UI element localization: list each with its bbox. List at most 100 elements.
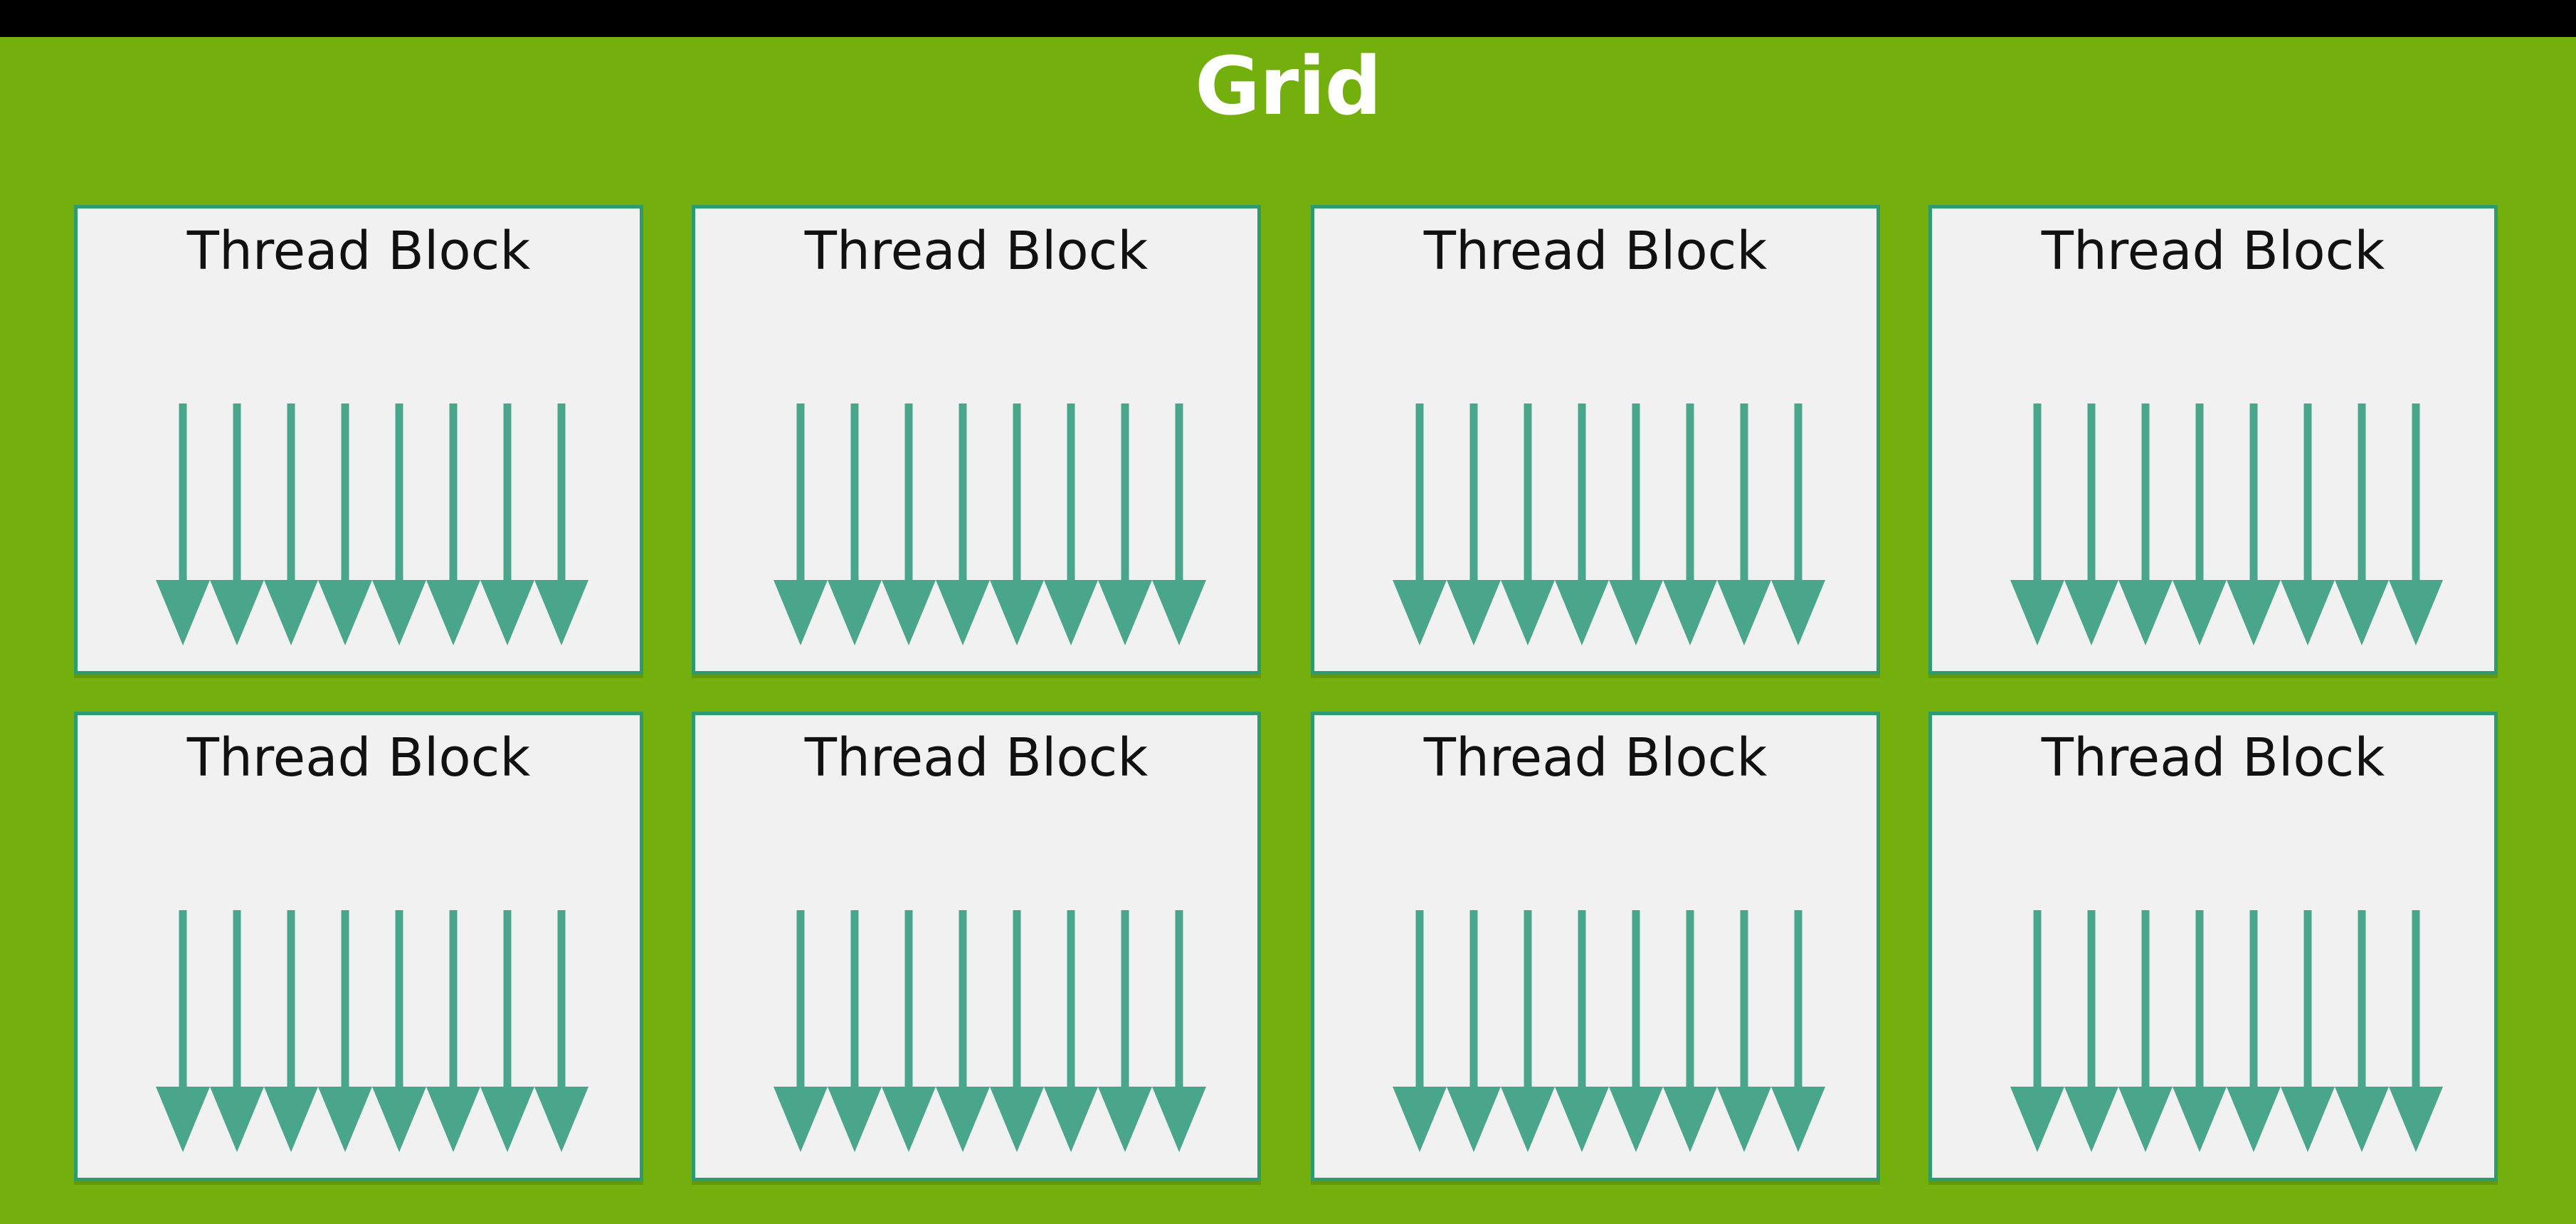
thread-arrow-icon [1098, 910, 1152, 1152]
thread-block: Thread Block [1311, 712, 1880, 1181]
thread-arrow-shaft [1740, 910, 1748, 1102]
thread-arrow-head [1663, 580, 1717, 645]
thread-arrow-head [156, 1087, 210, 1152]
thread-arrow-head [156, 580, 210, 645]
thread-arrow-icon [1555, 403, 1609, 645]
thread-arrow-icon [936, 910, 990, 1152]
thread-arrow-head [1393, 580, 1447, 645]
thread-arrow-icon [990, 403, 1044, 645]
thread-arrow-shaft [796, 910, 805, 1102]
thread-arrow-icon [1393, 403, 1447, 645]
thread-arrow-icon [774, 403, 828, 645]
thread-arrow-head [2389, 1087, 2443, 1152]
thread-arrow-head [1044, 1087, 1098, 1152]
thread-arrow-shaft [233, 910, 241, 1102]
thread-arrow-icon [1447, 910, 1501, 1152]
thread-arrow-shaft [2303, 910, 2312, 1102]
thread-arrow-icon [156, 910, 210, 1152]
thread-arrow-icon [372, 403, 426, 645]
thread-arrow-shaft [1740, 403, 1748, 596]
thread-block-label: Thread Block [1423, 221, 1768, 282]
thread-arrow-head [2335, 1087, 2389, 1152]
thread-arrow-shaft [395, 910, 403, 1102]
thread-arrow-head [774, 580, 828, 645]
thread-arrow-shaft [449, 403, 458, 596]
thread-arrow-head [372, 1087, 426, 1152]
thread-block: Thread Block [692, 205, 1261, 675]
thread-arrow-icon [1152, 910, 1206, 1152]
thread-arrow-head [210, 580, 264, 645]
thread-arrow-shaft [1632, 403, 1640, 596]
thread-arrow-icon [1663, 910, 1717, 1152]
thread-arrow-shaft [1578, 910, 1586, 1102]
thread-arrow-head [1044, 580, 1098, 645]
thread-arrow-icon [2389, 403, 2443, 645]
thread-arrow-icon [2010, 910, 2064, 1152]
thread-arrow-head [2335, 580, 2389, 645]
thread-arrow-head [2389, 580, 2443, 645]
thread-block-label: Thread Block [2041, 221, 2385, 282]
thread-arrow-icon [1501, 403, 1555, 645]
thread-arrow-icon [2064, 910, 2118, 1152]
thread-arrow-head [774, 1087, 828, 1152]
thread-arrow-head [882, 580, 936, 645]
thread-arrow-shaft [2141, 910, 2150, 1102]
thread-arrow-shaft [1524, 403, 1532, 596]
thread-arrow-shaft [1686, 403, 1694, 596]
thread-arrow-icon [1717, 403, 1771, 645]
thread-arrow-icon [1555, 910, 1609, 1152]
thread-arrow-icon [2389, 910, 2443, 1152]
thread-arrow-icon [2281, 403, 2335, 645]
thread-arrow-shaft [1067, 403, 1075, 596]
thread-arrow-shaft [796, 403, 805, 596]
thread-arrow-shaft [1415, 910, 1424, 1102]
thread-arrow-head [426, 1087, 480, 1152]
thread-arrow-shaft [395, 403, 403, 596]
thread-arrow-shaft [2412, 910, 2420, 1102]
thread-arrow-group [1932, 403, 2494, 645]
thread-arrow-icon [1098, 403, 1152, 645]
thread-arrow-icon [534, 403, 588, 645]
thread-arrow-shaft [1121, 403, 1129, 596]
thread-arrow-shaft [1686, 910, 1694, 1102]
thread-arrow-icon [1044, 403, 1098, 645]
thread-arrow-shaft [959, 910, 967, 1102]
thread-arrow-group [695, 910, 1257, 1152]
thread-arrow-icon [372, 910, 426, 1152]
thread-arrow-head [534, 580, 588, 645]
thread-block: Thread Block [1928, 205, 2498, 675]
thread-arrow-shaft [904, 910, 913, 1102]
thread-arrow-icon [210, 910, 264, 1152]
thread-arrow-group [1932, 910, 2494, 1152]
thread-arrow-head [480, 1087, 534, 1152]
thread-block-label: Thread Block [1423, 727, 1768, 788]
thread-arrow-head [828, 580, 882, 645]
thread-arrow-icon [210, 403, 264, 645]
thread-arrow-icon [2118, 403, 2173, 645]
thread-arrow-head [2227, 580, 2281, 645]
thread-arrow-icon [2064, 403, 2118, 645]
thread-arrow-shaft [1175, 910, 1183, 1102]
thread-arrow-head [426, 580, 480, 645]
thread-arrow-head [1393, 1087, 1447, 1152]
thread-arrow-head [372, 580, 426, 645]
thread-arrow-icon [1609, 910, 1663, 1152]
thread-arrow-shaft [179, 403, 187, 596]
thread-arrow-icon [1447, 403, 1501, 645]
thread-arrow-icon [1044, 910, 1098, 1152]
thread-arrow-shaft [1794, 910, 1802, 1102]
thread-arrow-icon [156, 403, 210, 645]
thread-arrow-head [1098, 580, 1152, 645]
thread-arrow-shaft [1013, 403, 1021, 596]
thread-arrow-head [210, 1087, 264, 1152]
thread-arrow-shaft [341, 910, 349, 1102]
thread-arrow-icon [828, 403, 882, 645]
thread-arrow-icon [882, 910, 936, 1152]
thread-arrow-head [1152, 1087, 1206, 1152]
thread-arrow-shaft [2087, 403, 2096, 596]
thread-arrow-group [1314, 403, 1876, 645]
thread-block: Thread Block [1928, 712, 2498, 1181]
thread-arrow-head [1447, 1087, 1501, 1152]
thread-arrow-head [2010, 1087, 2064, 1152]
